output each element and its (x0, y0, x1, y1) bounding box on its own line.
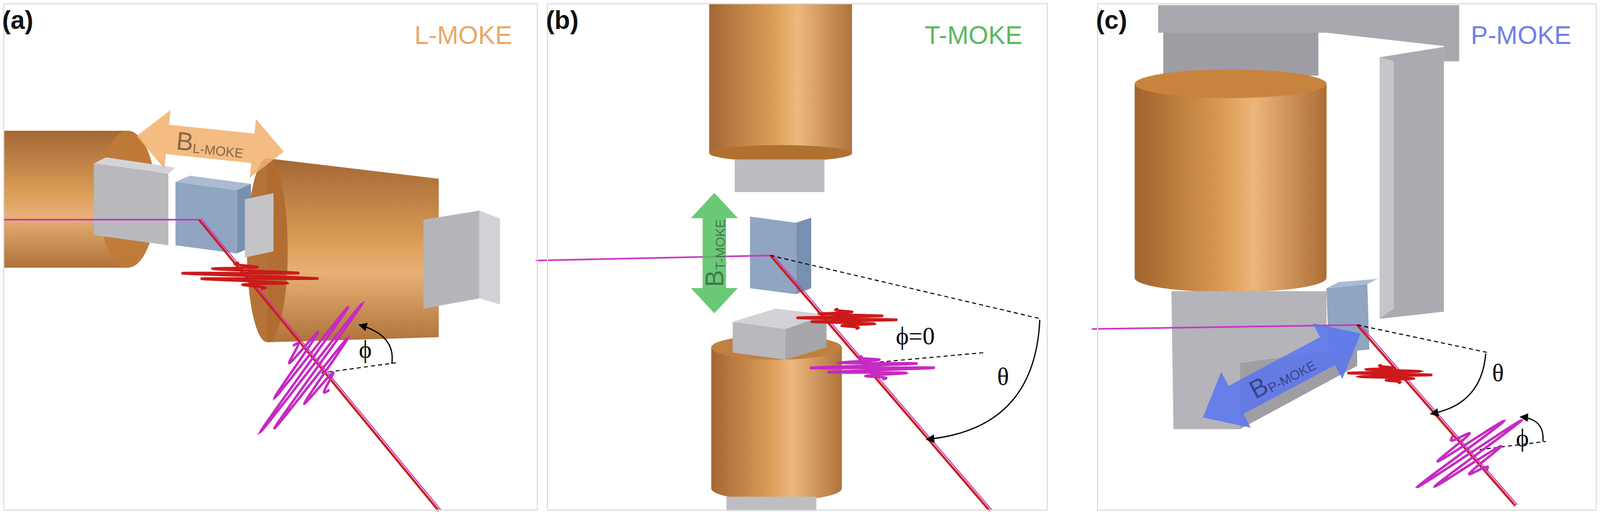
pole-piece (732, 321, 786, 360)
reflected-beam (1359, 323, 1518, 505)
field-subscript: L-MOKE (191, 141, 244, 162)
pole-piece (734, 159, 825, 192)
angle-label: ϕ (1515, 423, 1529, 453)
panel-letter: (c) (1095, 5, 1128, 35)
arrow-text: BP-MOKE (1188, 305, 1376, 446)
sample (175, 181, 237, 254)
incident-polarization (181, 262, 319, 290)
pole-piece (1163, 32, 1318, 76)
incident-polarization (796, 308, 898, 329)
coil-end (709, 144, 853, 161)
incident-polarization (1347, 364, 1433, 383)
coil (709, 4, 853, 154)
angle-label: ϕ=0 (895, 321, 936, 351)
coil (1134, 83, 1327, 293)
reference-line (770, 255, 1041, 319)
angle-arc (926, 319, 1040, 440)
mode-title: P-MOKE (1470, 20, 1572, 50)
field-arrow: BL-MOKE (133, 106, 287, 182)
double-arrow (133, 106, 287, 182)
wave-group (181, 262, 1522, 487)
field-arrow: BP-MOKE (1188, 305, 1376, 446)
rotated-polarization (1417, 420, 1522, 487)
sample-top (1326, 278, 1378, 288)
rotated-polarization (260, 304, 362, 432)
reference-line (321, 362, 396, 373)
double-arrow (690, 193, 738, 314)
panel-frame: (a)L-MOKEBL-MOKE (3, 3, 538, 511)
angle-label: ϕ (358, 334, 372, 364)
mode-title: L-MOKE (414, 20, 513, 50)
arrow-text: BL-MOKE (133, 106, 287, 182)
reference-line (1357, 324, 1488, 353)
angle-arc (359, 324, 393, 364)
pole-piece (423, 210, 480, 309)
panel-letter: (a) (2, 5, 34, 35)
field-subscript: P-MOKE (1265, 358, 1319, 397)
coil (710, 347, 842, 501)
reflected-beam (770, 255, 990, 511)
mode-title: T-MOKE (924, 20, 1022, 50)
pole-piece-side (479, 210, 500, 305)
coil-end (1134, 69, 1327, 99)
panel-letter: (b) (545, 5, 579, 35)
reflected-polarization (810, 356, 935, 380)
angle-label: θ (1492, 358, 1505, 387)
field-arrow: BT-MOKE (690, 193, 738, 314)
panel-frame: (b)T-MOKEBT-MOKE (546, 3, 1048, 511)
angle-label: θ (997, 362, 1010, 391)
angle-arc (1430, 353, 1486, 414)
reflected-beam (1357, 324, 1516, 506)
pole-piece (245, 193, 274, 258)
field-symbol: B (699, 270, 730, 288)
reflected-beam (772, 254, 992, 510)
field-symbol: B (174, 125, 195, 157)
sample-side (795, 217, 812, 295)
sample-top (175, 175, 251, 191)
pole-piece (726, 496, 817, 511)
field-subscript: T-MOKE (713, 219, 729, 271)
double-arrow (1188, 305, 1376, 446)
incident-beam (535, 255, 771, 261)
yoke (1379, 47, 1444, 320)
incident-beam (3, 218, 199, 221)
arrow-text: BT-MOKE (690, 193, 738, 314)
reference-line (872, 352, 985, 363)
yoke-side (1379, 57, 1395, 320)
pole-piece (93, 163, 169, 246)
